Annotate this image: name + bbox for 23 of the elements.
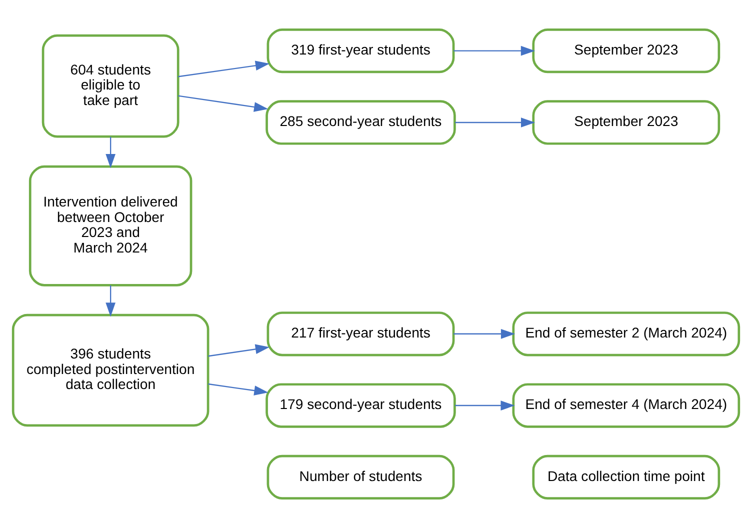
arrow [455,118,536,128]
arrow [106,285,116,317]
arrow [178,95,268,112]
arrow [455,400,515,410]
node-box: 396 students completed postintervention data collection [12,314,210,427]
arrow [178,60,270,78]
node-box: Intervention delivered between October 2023 and March 2024 [28,165,192,286]
node-box: September 2023 [532,100,720,145]
arrow [208,344,270,357]
node-box: Data collection time point [532,454,720,500]
arrow [208,383,268,396]
node-box: 217 first-year students [266,312,455,356]
node-box: End of semester 2 (March 2024) [512,312,740,356]
node-box: 319 first-year students [266,28,455,74]
arrow [454,46,535,56]
arrow [106,136,116,168]
node-box: September 2023 [532,28,720,74]
node-box: Number of students [266,454,455,500]
node-box: 604 students eligible to take part [42,34,180,138]
arrow [454,328,516,339]
node-box: 179 second-year students [266,383,456,428]
node-box: 285 second-year students [266,100,456,145]
node-box: End of semester 4 (March 2024) [512,383,740,428]
